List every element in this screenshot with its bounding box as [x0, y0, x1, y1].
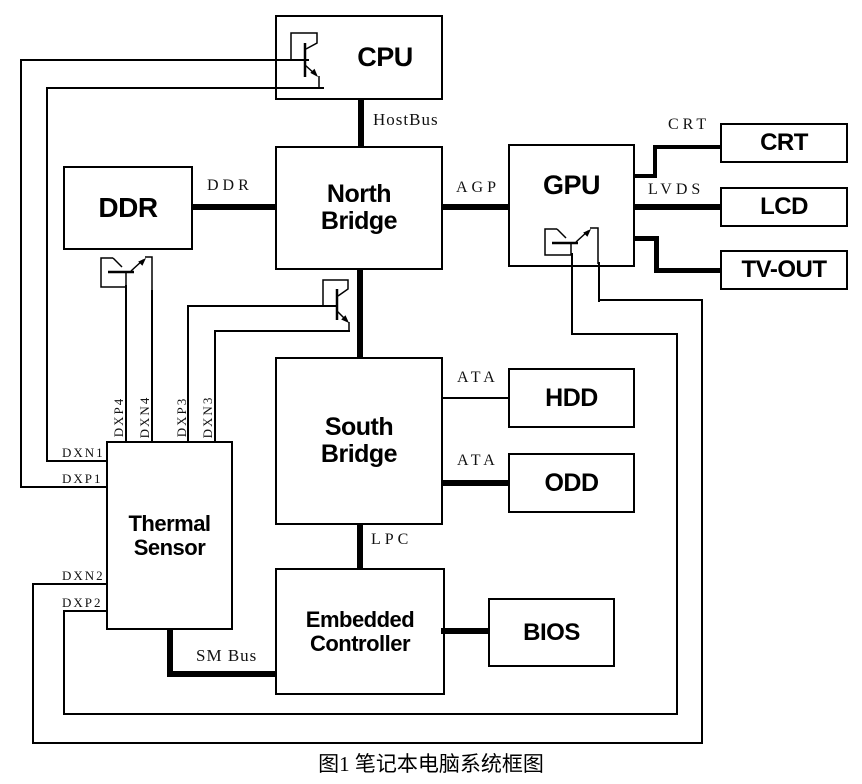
wire-dxn4 — [151, 290, 153, 441]
wire-lpc-bus — [357, 523, 363, 570]
wire-dxp1-seg3 — [20, 59, 309, 61]
block-tv-out-label: TV-OUT — [741, 256, 828, 284]
cpu-transistor-icon — [290, 32, 320, 88]
wire-lvds-bus — [633, 204, 722, 210]
wire-dxn1-seg1 — [46, 460, 108, 462]
block-crt: CRT — [720, 123, 848, 163]
wire-dxp2-seg1 — [63, 610, 108, 612]
agp-bus-label: AGP — [456, 179, 501, 196]
block-lcd: LCD — [720, 187, 848, 227]
wire-dxp2-seg3 — [63, 713, 678, 715]
wire-crt-seg2 — [653, 145, 657, 178]
block-gpu-label: GPU — [542, 169, 601, 200]
wire-nb-sb-bus — [357, 268, 363, 359]
block-bios-label: BIOS — [523, 618, 580, 646]
block-north-bridge-label: North Bridge — [320, 180, 398, 235]
ddr-bus-label: DDR — [207, 177, 253, 194]
dxn1-label: DXN1 — [62, 445, 105, 460]
wire-dxp2-seg4 — [676, 333, 678, 715]
block-cpu: CPU — [275, 15, 443, 100]
wire-agp-bus — [441, 204, 510, 210]
wire-tvout-seg1 — [633, 236, 658, 241]
block-lcd-label: LCD — [760, 193, 808, 221]
block-bios: BIOS — [488, 598, 615, 667]
dxn4-label: DXN4 — [137, 395, 152, 439]
block-embedded-controller: Embedded Controller — [275, 568, 445, 695]
wire-crt-seg3 — [653, 145, 722, 149]
block-ddr: DDR — [63, 166, 193, 250]
wire-dxn2-seg1 — [32, 583, 108, 585]
dxn2-label: DXN2 — [62, 568, 105, 583]
wire-dxn2-seg3 — [32, 742, 703, 744]
dxp4-label: DXP4 — [111, 396, 126, 438]
block-thermal-sensor-label: Thermal Sensor — [128, 510, 211, 560]
block-south-bridge-label: South Bridge — [320, 413, 398, 468]
gpu-transistor-icon — [544, 227, 599, 264]
lvds-bus-label: LVDS — [648, 181, 705, 198]
block-tv-out: TV-OUT — [720, 250, 848, 290]
wire-dxp2-seg5 — [571, 333, 678, 335]
block-cpu-label: CPU — [357, 41, 413, 72]
wire-smbus-seg2 — [167, 671, 277, 677]
wire-dxn2-seg6 — [598, 262, 600, 302]
block-odd-label: ODD — [544, 468, 599, 497]
block-odd: ODD — [508, 453, 635, 513]
block-hdd: HDD — [508, 368, 635, 428]
dxp2-label: DXP2 — [62, 595, 103, 610]
crt-bus-label: CRT — [668, 116, 711, 133]
wire-dxn3-h — [214, 330, 350, 332]
block-crt-label: CRT — [760, 129, 808, 157]
wire-ata-hdd — [441, 397, 510, 399]
wire-tvout-seg2 — [654, 236, 659, 273]
lpc-bus-label: LPC — [371, 531, 413, 548]
wire-dxp3-h — [187, 305, 338, 307]
wire-tvout-seg3 — [654, 268, 722, 273]
wire-ddr-bus — [191, 204, 277, 210]
smbus-label: SM Bus — [196, 646, 258, 665]
block-thermal-sensor: Thermal Sensor — [106, 441, 233, 630]
wire-dxn1-seg3 — [46, 87, 324, 89]
wire-dxn2-seg5 — [598, 299, 703, 301]
wire-dxp4 — [125, 285, 127, 441]
ata-hdd-label: ATA — [457, 369, 499, 386]
wire-dxn2-seg4 — [701, 299, 703, 744]
block-north-bridge: North Bridge — [275, 146, 443, 270]
wire-dxp2-seg2 — [63, 610, 65, 715]
block-hdd-label: HDD — [545, 383, 598, 412]
dxp1-label: DXP1 — [62, 471, 103, 486]
block-embedded-controller-label: Embedded Controller — [305, 606, 415, 656]
wire-crt-seg1 — [633, 174, 657, 178]
figure-caption: 图1 笔记本电脑系统框图 — [318, 752, 544, 776]
block-ddr-label: DDR — [98, 191, 158, 223]
dxn3-label: DXN3 — [200, 395, 215, 439]
wire-dxp1-seg1 — [20, 486, 108, 488]
ata-odd-label: ATA — [457, 452, 499, 469]
wire-dxp2-seg6 — [571, 253, 573, 335]
wire-hostbus — [358, 100, 364, 146]
wire-ec-bios — [441, 628, 490, 634]
wire-dxn2-seg2 — [32, 583, 34, 744]
north-bridge-transistor-icon — [322, 279, 350, 332]
wire-dxp3-v — [187, 305, 189, 441]
block-south-bridge: South Bridge — [275, 357, 443, 525]
dxp3-label: DXP3 — [174, 396, 189, 438]
ddr-transistor-icon — [100, 256, 153, 292]
hostbus-label: HostBus — [373, 110, 439, 129]
wire-dxn3-v — [214, 330, 216, 441]
wire-dxn1-seg2 — [46, 87, 48, 462]
wire-ata-odd — [441, 480, 510, 486]
wire-dxp1-seg2 — [20, 59, 22, 488]
wire-smbus-seg1 — [167, 628, 173, 677]
